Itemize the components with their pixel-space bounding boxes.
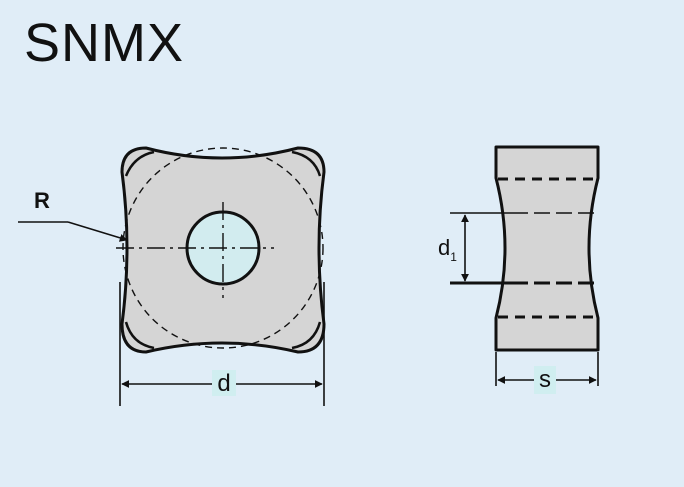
bore-lines [450,212,594,285]
page-title: SNMX [24,13,185,73]
radius-label: R [34,188,50,213]
side-outline [494,145,600,352]
diameter-label: d [217,370,230,397]
insert-front-view: R d [18,146,326,406]
radius-leader [18,221,128,242]
corner-edges [124,150,322,350]
diameter-label-bg [212,370,236,396]
center-lines [116,202,274,298]
thickness-label: s [539,366,551,393]
insert-side-view: d1 s [438,145,600,394]
thickness-label-bg [534,366,556,394]
bore-label: d1 [438,235,457,264]
